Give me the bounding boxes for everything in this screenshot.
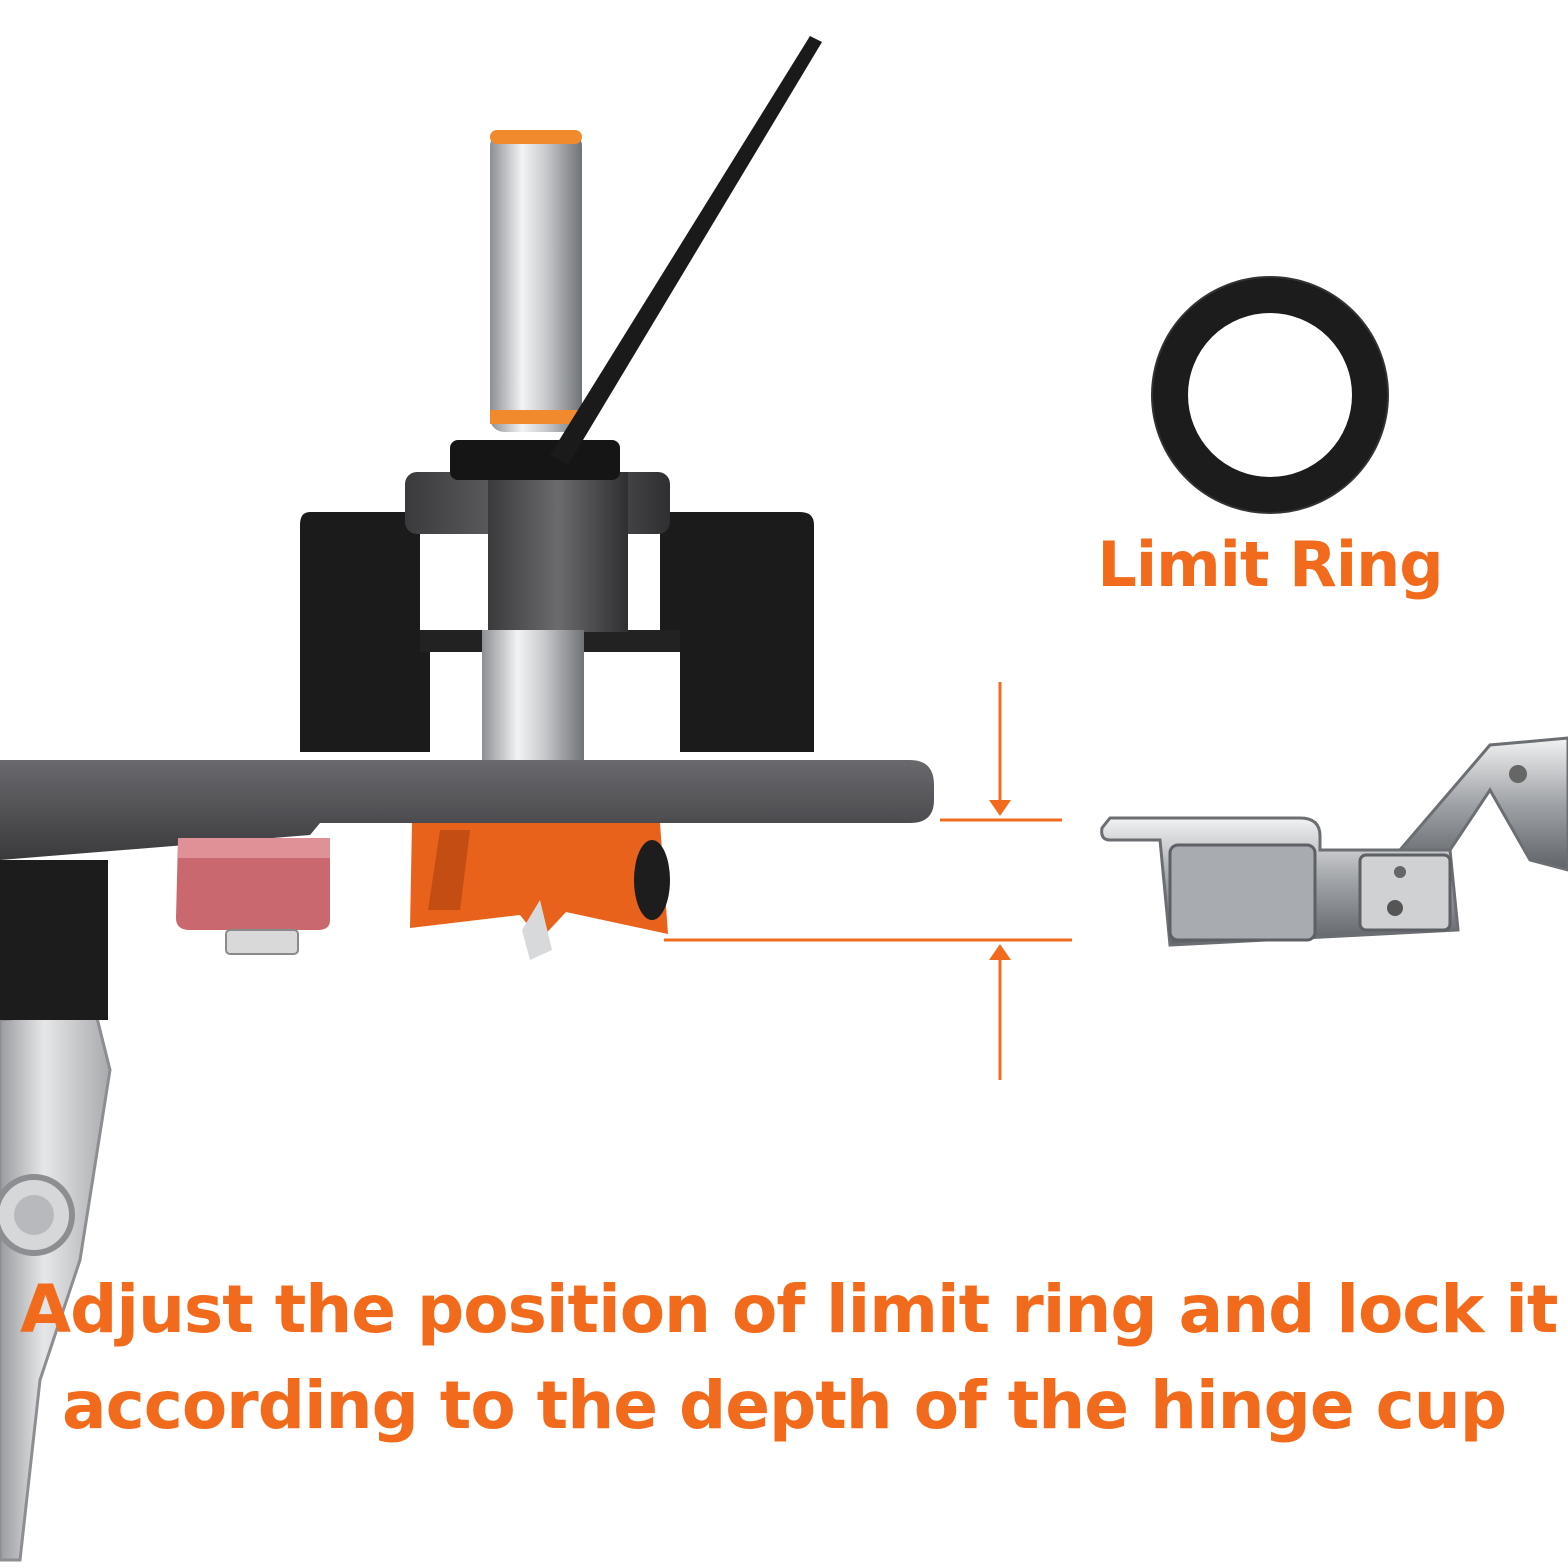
forstner-cutter <box>410 823 670 960</box>
jig-post <box>0 860 108 1020</box>
hex-key-icon <box>550 36 822 465</box>
drill-bit-icon <box>482 130 584 760</box>
stop-knob <box>176 838 330 955</box>
limit-ring-label: Limit Ring <box>1097 528 1443 601</box>
limit-ring-icon <box>1151 276 1389 514</box>
caption-line-1: Adjust the position of limit ring and lo… <box>20 1271 1558 1348</box>
caption-line-2: according to the depth of the hinge cup <box>62 1367 1507 1444</box>
hinge-icon <box>1100 736 1568 947</box>
instruction-caption: Adjust the position of limit ring and lo… <box>20 1262 1558 1454</box>
base-plate <box>0 760 934 860</box>
dimension-arrow-icon <box>664 682 1072 1080</box>
drill-collar <box>405 440 670 632</box>
toggle-clamp <box>0 1008 112 1562</box>
